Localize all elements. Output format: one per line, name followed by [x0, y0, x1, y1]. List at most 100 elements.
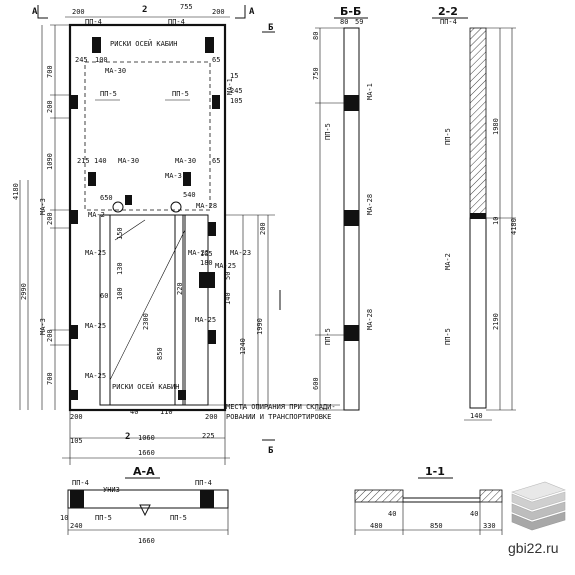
dim-left-200c: 200: [46, 329, 54, 342]
sdim-15: 15: [230, 72, 238, 80]
dim-right-850: 850: [156, 347, 164, 360]
dim-right-1240: 1240: [239, 338, 247, 355]
aa-dim-1660: 1660: [138, 537, 155, 545]
sdim-140: 140: [94, 157, 107, 165]
s11-dim-480: 480: [370, 522, 383, 530]
section-11-title: 1-1: [425, 465, 445, 478]
s22-dim-1980: 1980: [492, 118, 500, 135]
lift-loop-right: [170, 201, 182, 213]
aa-label-pp5-a: ПП-5: [95, 514, 112, 522]
s22-label-ma2: МА-2: [444, 253, 452, 270]
dims-left: 700 200 1090 200 200 700 4180 2990: [12, 65, 54, 385]
bb-label-pp5-b: ПП-5: [324, 328, 332, 345]
label-ma3-a: МА-3: [39, 198, 47, 215]
dim-right-60: 60: [100, 292, 108, 300]
label-pp4-b: ПП-4: [168, 18, 185, 26]
bb-label-pp5-a: ПП-5: [324, 123, 332, 140]
cut-label-2-bottom: 2: [125, 432, 130, 442]
sdim-105c: 105: [230, 97, 243, 105]
label-ma25-c: МА-25: [85, 372, 106, 380]
sdim-100: 100: [95, 56, 108, 64]
cut-A-right: [235, 5, 246, 19]
s11-dim-850: 850: [430, 522, 443, 530]
bb-label-ma1: МА-1: [366, 83, 374, 100]
sdim-40: 40: [130, 408, 138, 416]
dim-bottom-2: 1060: [138, 434, 155, 442]
dim-right-200: 200: [259, 222, 267, 235]
label-pp5-b: ПП-5: [172, 90, 189, 98]
section-22-hatched: [469, 27, 487, 219]
dim-right-220: 220: [176, 282, 184, 295]
part-labels: ПП-4 ПП-4 ПП-5 ПП-5 МА-1 МА-3 МА-3 МА-30…: [39, 18, 251, 380]
cut-label-2-top: 2: [142, 5, 147, 15]
note-support-1: МЕСТА ОПИРАНИЯ ПРИ СКЛАДИ-: [226, 403, 336, 411]
note-risks-bottom: РИСКИ ОСЕЙ КАБИН: [112, 382, 179, 391]
dim-left-2990: 2990: [20, 283, 28, 300]
dim-right-150: 150: [116, 227, 124, 240]
door-opening: [99, 214, 186, 406]
label-pp4-a: ПП-4: [85, 18, 102, 26]
s22-dim-10: 10: [492, 217, 500, 225]
label-ma2-a: МА-2: [88, 211, 105, 219]
bb-dim-80: 80: [312, 32, 320, 40]
sdim-540: 540: [183, 191, 196, 199]
section-aa: А-А ПП-4 ПП-4 УНИЗ ПП-5 ПП-5 10 240 1660: [60, 465, 229, 545]
bb-dim-600: 600: [312, 377, 320, 390]
dim-top-left: 200: [72, 8, 85, 16]
label-ma25-b: МА-25: [85, 322, 106, 330]
dim-left-200a: 200: [46, 100, 54, 113]
dim-left-700a: 700: [46, 65, 54, 78]
aa-label-uniz: УНИЗ: [103, 486, 120, 494]
sdim-105b: 105: [70, 437, 83, 445]
label-ma23: МА-23: [230, 249, 251, 257]
label-pp5-a: ПП-5: [100, 90, 117, 98]
bb-label-ma28-a: МА-28: [366, 194, 374, 215]
s11-dim-40b: 40: [470, 510, 478, 518]
label-ma3-c: МА-3: [165, 172, 182, 180]
aa-dim-10: 10: [60, 514, 68, 522]
cut-label-a2: А: [249, 7, 255, 17]
dim-bottom-1: 200: [70, 413, 83, 421]
label-ma30-a: МА-30: [105, 67, 126, 75]
upper-opening: [84, 61, 211, 211]
note-risks-top: РИСКИ ОСЕЙ КАБИН: [110, 39, 177, 48]
label-ma1: МА-1: [226, 78, 234, 95]
sdim-180: 180: [200, 259, 213, 267]
aa-label-pp4-b: ПП-4: [195, 479, 212, 487]
sdim-105: 105: [200, 250, 213, 258]
small-dims: 245 100 65 215 140 65 650 540 180 105 10…: [70, 56, 243, 445]
label-ma3-b: МА-3: [39, 318, 47, 335]
s22-dim-2190: 2190: [492, 313, 500, 330]
dim-right-1990: 1990: [256, 318, 264, 335]
dim-bottom-5: 225: [202, 432, 215, 440]
section-22-title: 2-2: [438, 5, 458, 18]
sdim-65: 65: [212, 56, 220, 64]
dim-right-140: 140: [224, 292, 232, 305]
label-ma28-a: МА-28: [196, 202, 217, 210]
support-mark: [139, 504, 151, 517]
dims-right: 200 2300 150 130 100 850 60 1240 1990 22…: [100, 222, 267, 360]
dim-bottom-3: 200: [205, 413, 218, 421]
aa-dim-240: 240: [70, 522, 83, 530]
cut-label-a1: А: [32, 7, 38, 17]
dim-top-center: 755: [180, 3, 193, 11]
central-pier: [182, 214, 209, 406]
watermark-text: gbi22.ru: [508, 540, 559, 556]
bb-label-ma28-b: МА-28: [366, 309, 374, 330]
label-ma25-d: МА-25: [188, 249, 209, 257]
label-ma30-b: МА-30: [118, 157, 139, 165]
s22-dim-4180: 4180: [510, 218, 518, 235]
section-bb-title: Б-Б: [340, 5, 361, 18]
section-11-right: [479, 489, 503, 503]
sdim-245b: 245: [230, 87, 243, 95]
section-11: 1-1 480 850 330 40 40: [354, 465, 503, 535]
section-bb: Б-Б 80 59 80 750 600 ПП-5 ПП-5 МА-1 МА-2…: [312, 5, 374, 411]
lift-loop-left: [112, 201, 124, 213]
s11-dim-40a: 40: [388, 510, 396, 518]
s11-dim-330: 330: [483, 522, 496, 530]
dim-right-100: 100: [116, 287, 124, 300]
s22-label-pp4: ПП-4: [440, 18, 457, 26]
aa-label-pp4-a: ПП-4: [72, 479, 89, 487]
sdim-215: 215: [77, 157, 90, 165]
